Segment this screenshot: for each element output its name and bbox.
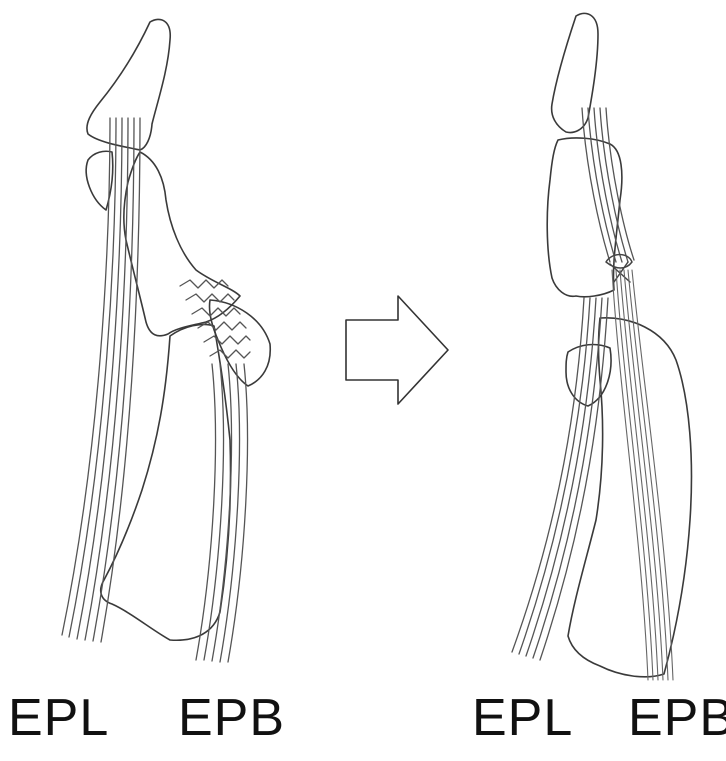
after-epb-label: EPB [628,688,726,748]
tendon-repair-knot [606,255,632,283]
distal-phalanx-after [552,13,598,132]
after-illustration [512,13,691,680]
before-illustration [62,19,270,662]
epb-tendon-before [180,280,250,662]
epl-tendon-before [62,118,140,642]
proximal-phalanx-before [124,152,240,336]
metacarpal-before [101,324,231,640]
after-epl-label: EPL [472,688,573,748]
before-epb-label: EPB [178,688,285,748]
epl-tendon-after [512,298,608,660]
epb-tendon-after [612,270,673,680]
distal-tendon-segment-after [582,108,634,262]
before-epl-label: EPL [8,688,109,748]
right-arrow-icon [346,296,448,404]
